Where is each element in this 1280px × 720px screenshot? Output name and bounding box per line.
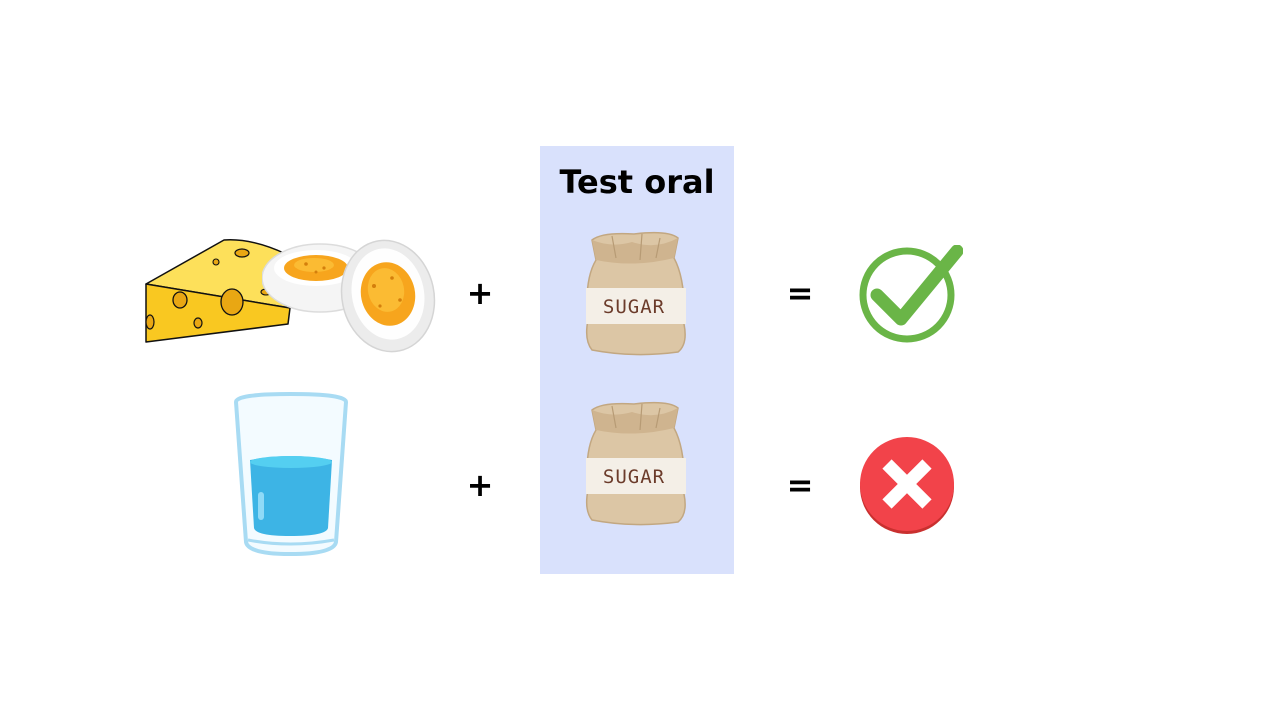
plus-sign-1: + [466, 274, 494, 312]
equals-sign-2: = [786, 466, 814, 504]
checkmark-icon [859, 245, 963, 343]
equals-sign-1: = [786, 274, 814, 312]
plus-sign-2: + [466, 466, 494, 504]
sugar-bag-label: SUGAR [603, 296, 665, 318]
water-glass-icon [233, 392, 349, 557]
cheese-icon [145, 239, 291, 343]
sugar-bag-label: SUGAR [603, 466, 665, 488]
panel-title: Test oral [559, 163, 715, 201]
boiled-egg-icon [262, 239, 436, 353]
sugar-bag-icon: SUGAR [585, 401, 686, 526]
sugar-bag-icon: SUGAR [585, 231, 686, 356]
cross-icon [860, 437, 954, 534]
